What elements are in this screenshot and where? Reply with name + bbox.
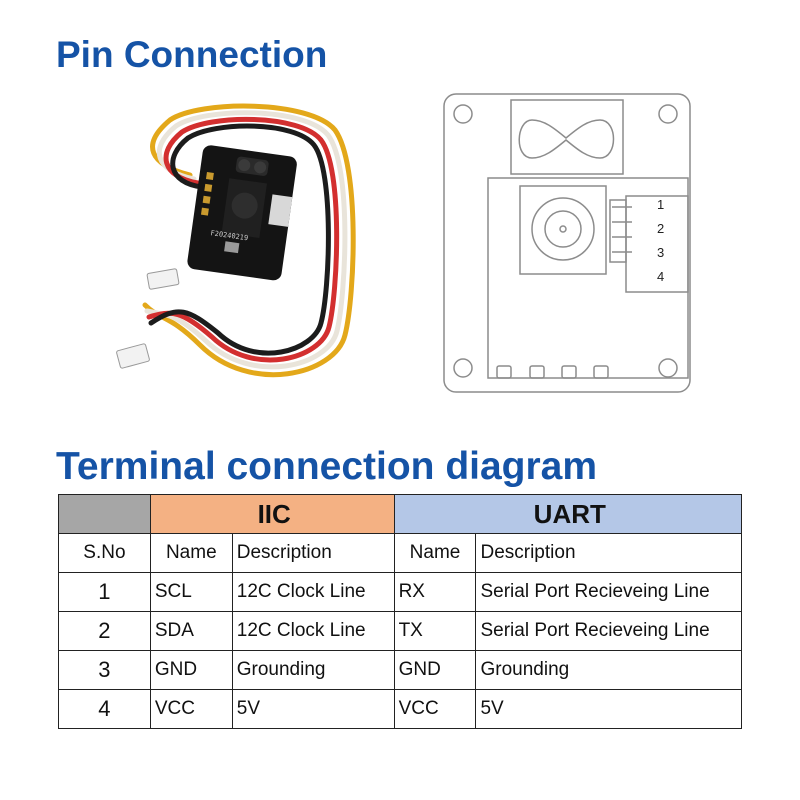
pin-number-1: 1 — [657, 197, 664, 212]
blank-header-cell — [58, 494, 151, 534]
column-header-row: S.No Name Description Name Description — [58, 533, 742, 573]
table-row: 1 SCL 12C Clock Line RX Serial Port Reci… — [58, 572, 742, 612]
iic-name-cell: SDA — [149, 611, 233, 651]
iic-name-cell: SCL — [149, 572, 233, 612]
uart-description-cell: Grounding — [475, 650, 742, 690]
module-outline-drawing: 1 2 3 4 — [443, 93, 691, 393]
terminal-connection-table: IIC UART S.No Name Description Name Desc… — [58, 494, 743, 729]
uart-description-cell: Serial Port Recieveing Line — [475, 611, 742, 651]
iic-name-cell: VCC — [149, 689, 233, 729]
pin-connection-heading: Pin Connection — [56, 34, 328, 75]
table-row: 4 VCC 5V VCC 5V — [58, 689, 742, 729]
terminal-diagram-heading: Terminal connection diagram — [56, 445, 598, 488]
sensor-module-photo: F20240219 — [116, 103, 356, 378]
uart-name-cell: RX — [393, 572, 477, 612]
uart-name-cell: VCC — [393, 689, 477, 729]
sno-cell: 2 — [58, 611, 151, 651]
uart-name-header: Name — [393, 533, 477, 573]
group-header-row: IIC UART — [58, 494, 743, 534]
iic-description-header: Description — [231, 533, 395, 573]
uart-description-header: Description — [475, 533, 742, 573]
uart-description-cell: 5V — [475, 689, 742, 729]
iic-name-header: Name — [149, 533, 233, 573]
uart-name-cell: TX — [393, 611, 477, 651]
iic-name-cell: GND — [149, 650, 233, 690]
table-row: 2 SDA 12C Clock Line TX Serial Port Reci… — [58, 611, 742, 651]
uart-name-cell: GND — [393, 650, 477, 690]
iic-description-cell: 12C Clock Line — [231, 572, 395, 612]
pin-number-2: 2 — [657, 221, 664, 236]
iic-description-cell: 5V — [231, 689, 395, 729]
iic-description-cell: Grounding — [231, 650, 395, 690]
uart-description-cell: Serial Port Recieveing Line — [475, 572, 742, 612]
sno-cell: 4 — [58, 689, 151, 729]
sno-cell: 3 — [58, 650, 151, 690]
sno-header: S.No — [58, 533, 151, 573]
sno-cell: 1 — [58, 572, 151, 612]
iic-description-cell: 12C Clock Line — [231, 611, 395, 651]
table-row: 3 GND Grounding GND Grounding — [58, 650, 742, 690]
uart-group-header: UART — [393, 494, 743, 534]
pin-number-3: 3 — [657, 245, 664, 260]
pin-number-4: 4 — [657, 269, 664, 284]
iic-group-header: IIC — [149, 494, 395, 534]
